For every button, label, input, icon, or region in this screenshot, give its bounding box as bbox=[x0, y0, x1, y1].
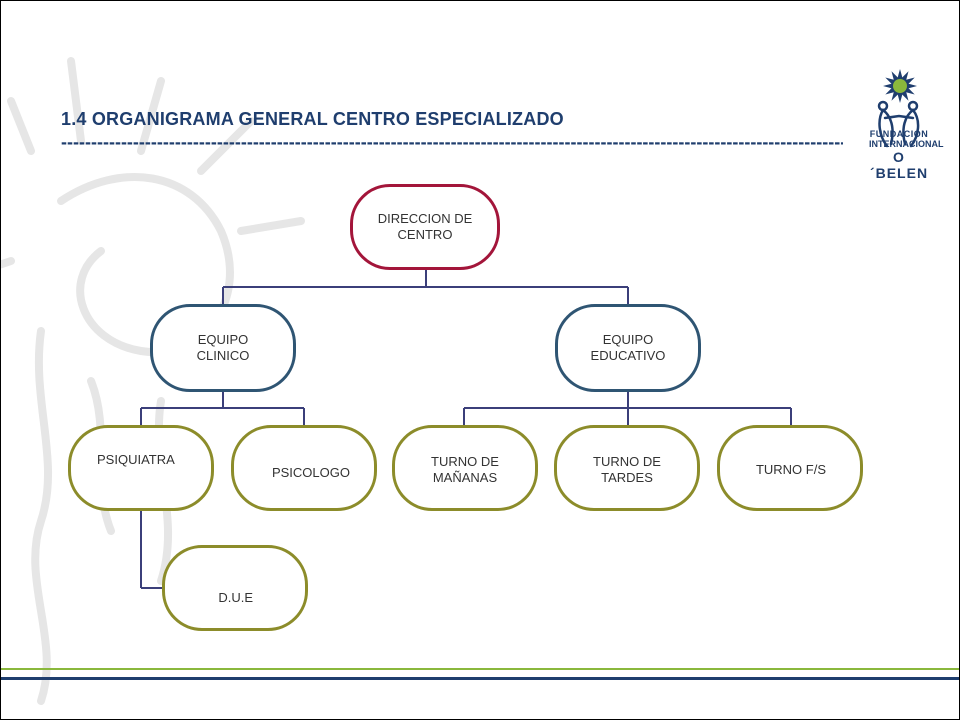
node-tarde-label-2: TARDES bbox=[601, 470, 653, 485]
node-due: D.U.E bbox=[162, 545, 308, 631]
node-direccion-label-2: CENTRO bbox=[397, 227, 453, 242]
node-direccion-de-centro: DIRECCION DE CENTRO bbox=[350, 184, 500, 270]
title-underline: ----------------------------------------… bbox=[61, 132, 843, 152]
footer-green-rule bbox=[1, 668, 959, 670]
node-manana-label-1: TURNO DE bbox=[431, 454, 499, 469]
page-title: 1.4 ORGANIGRAMA GENERAL CENTRO ESPECIALI… bbox=[61, 109, 564, 129]
node-educativo-label-2: EDUCATIVO bbox=[590, 348, 666, 363]
logo-line-internacional: INTERNACIONAL bbox=[869, 139, 944, 149]
node-turno-de-mananas: TURNO DE MAÑANAS bbox=[392, 425, 538, 511]
node-educativo-label-1: EQUIPO bbox=[602, 332, 654, 347]
fundacion-logo-icon bbox=[877, 69, 920, 148]
logo-line-obelen: O´BELEN bbox=[869, 149, 929, 181]
node-turno-de-tardes: TURNO DE TARDES bbox=[554, 425, 700, 511]
node-tarde-label-1: TURNO DE bbox=[593, 454, 661, 469]
logo-line-fundacion: FUNDACIÓN bbox=[869, 129, 929, 139]
node-psicologo: PSICOLOGO bbox=[231, 425, 377, 511]
logo-text: FUNDACIÓN INTERNACIONAL O´BELEN bbox=[869, 129, 944, 181]
node-equipo-educativo: EQUIPO EDUCATIVO bbox=[555, 304, 701, 392]
node-psiquiatra: PSIQUIATRA bbox=[68, 425, 214, 511]
node-direccion-label-1: DIRECCION DE bbox=[377, 211, 473, 226]
node-fs-label: TURNO F/S bbox=[755, 462, 826, 477]
node-clinico-label-1: EQUIPO bbox=[197, 332, 249, 347]
node-turno-fs: TURNO F/S bbox=[717, 425, 863, 511]
node-psicologo-label: PSICOLOGO bbox=[271, 465, 350, 480]
node-equipo-clinico: EQUIPO CLINICO bbox=[150, 304, 296, 392]
node-due-label: D.U.E bbox=[218, 590, 253, 605]
node-psiquiatra-label: PSIQUIATRA bbox=[97, 452, 175, 467]
node-clinico-label-2: CLINICO bbox=[196, 348, 250, 363]
node-manana-label-2: MAÑANAS bbox=[432, 470, 498, 485]
footer-navy-rule bbox=[1, 677, 959, 680]
